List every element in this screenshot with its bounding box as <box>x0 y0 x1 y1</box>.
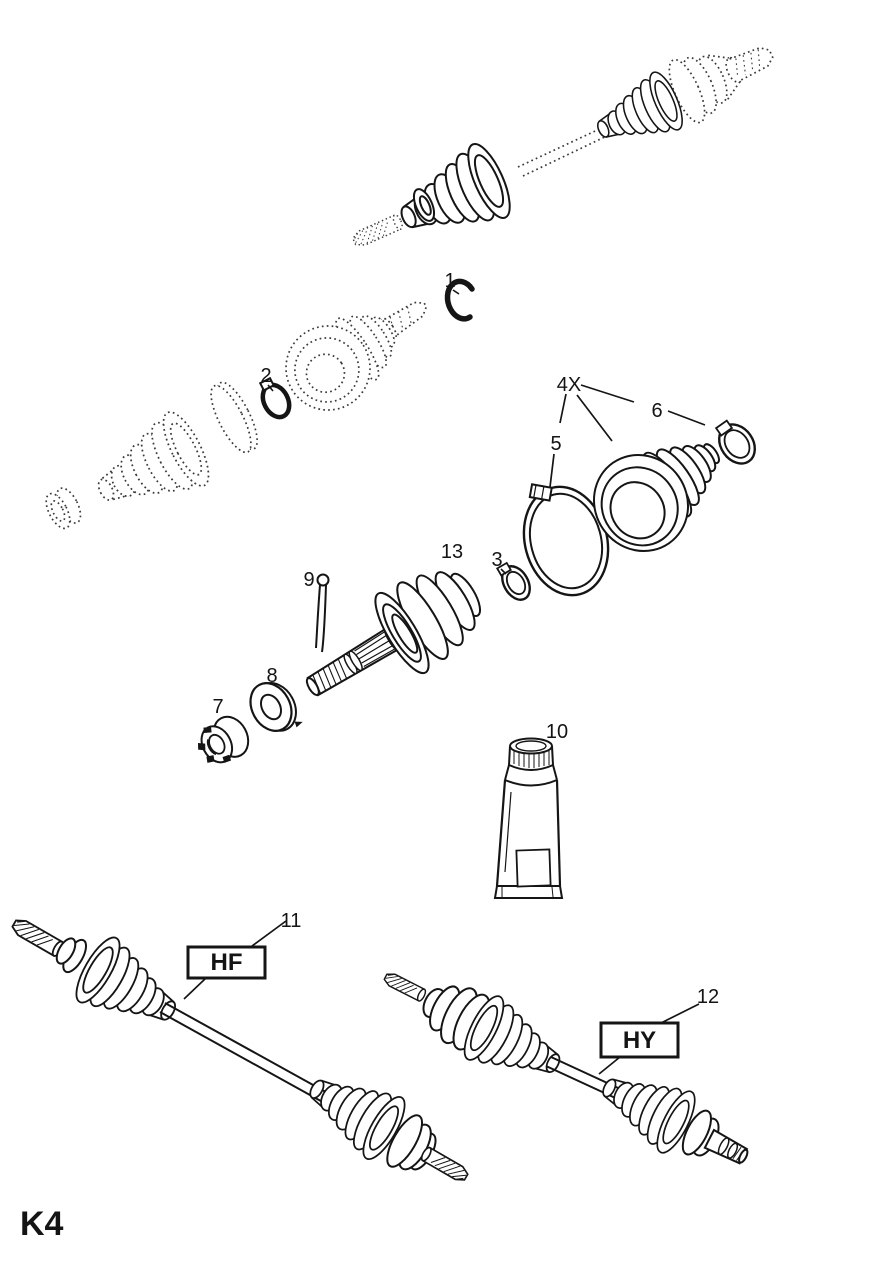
callout-part-9: 9 <box>303 569 314 591</box>
callout-part-4x: 4X <box>557 374 581 396</box>
callout-part-8: 8 <box>266 665 277 687</box>
leader-line-part-5 <box>549 453 555 488</box>
hy-variant-box <box>599 1021 680 1059</box>
grease-tube-part-10 <box>493 737 564 899</box>
ghost-bushing <box>45 487 82 530</box>
boot-part-4 <box>592 443 720 553</box>
ghost-joint-boot <box>285 301 428 411</box>
ghost-ring <box>210 381 258 454</box>
nut-part-7 <box>197 715 250 764</box>
leader-lines-part-12 <box>598 1003 700 1075</box>
washer-part-8 <box>249 682 303 732</box>
callout-part-12: 12 <box>697 986 719 1008</box>
leader-line-part-6 <box>667 410 706 426</box>
cotter-pin-part-9 <box>315 573 330 653</box>
callout-part-3: 3 <box>491 549 502 571</box>
callout-part-10: 10 <box>546 721 568 743</box>
callout-part-2: 2 <box>260 365 271 387</box>
leader-line-part-1 <box>452 289 460 295</box>
circlip-part-1 <box>444 278 475 322</box>
upper-driveshaft-assembly <box>350 46 774 257</box>
callout-part-11: 11 <box>281 910 302 932</box>
upper-assembly-boots <box>385 67 690 257</box>
leader-line-part-3 <box>500 568 507 575</box>
outer-cv-joint-part-13 <box>305 571 482 697</box>
hf-variant-box <box>186 945 267 980</box>
hy-variant-label: HY <box>623 1027 656 1054</box>
callout-part-6: 6 <box>651 400 662 422</box>
callout-part-5: 5 <box>550 433 561 455</box>
inner-joint-kit-ghost <box>45 301 428 530</box>
ghost-boot <box>81 405 219 530</box>
clamp-part-5 <box>522 483 610 597</box>
upper-assembly-ghost-parts <box>350 46 774 250</box>
driveshaft-hf-part-11 <box>9 915 471 1185</box>
boot-kit-part-4 <box>522 384 757 597</box>
page-code: K4 <box>20 1205 64 1243</box>
leader-lines-part-4x <box>559 384 635 442</box>
leader-line-part-2 <box>267 384 274 392</box>
clamp-part-6 <box>714 419 757 465</box>
callout-part-7: 7 <box>212 696 223 718</box>
hf-variant-label: HF <box>211 949 243 976</box>
callout-part-13: 13 <box>441 541 463 563</box>
leader-lines-part-11 <box>183 920 287 1000</box>
clamp-part-3 <box>495 561 531 601</box>
driveshaft-hy-part-12 <box>381 970 749 1165</box>
callout-part-1: 1 <box>444 270 455 292</box>
